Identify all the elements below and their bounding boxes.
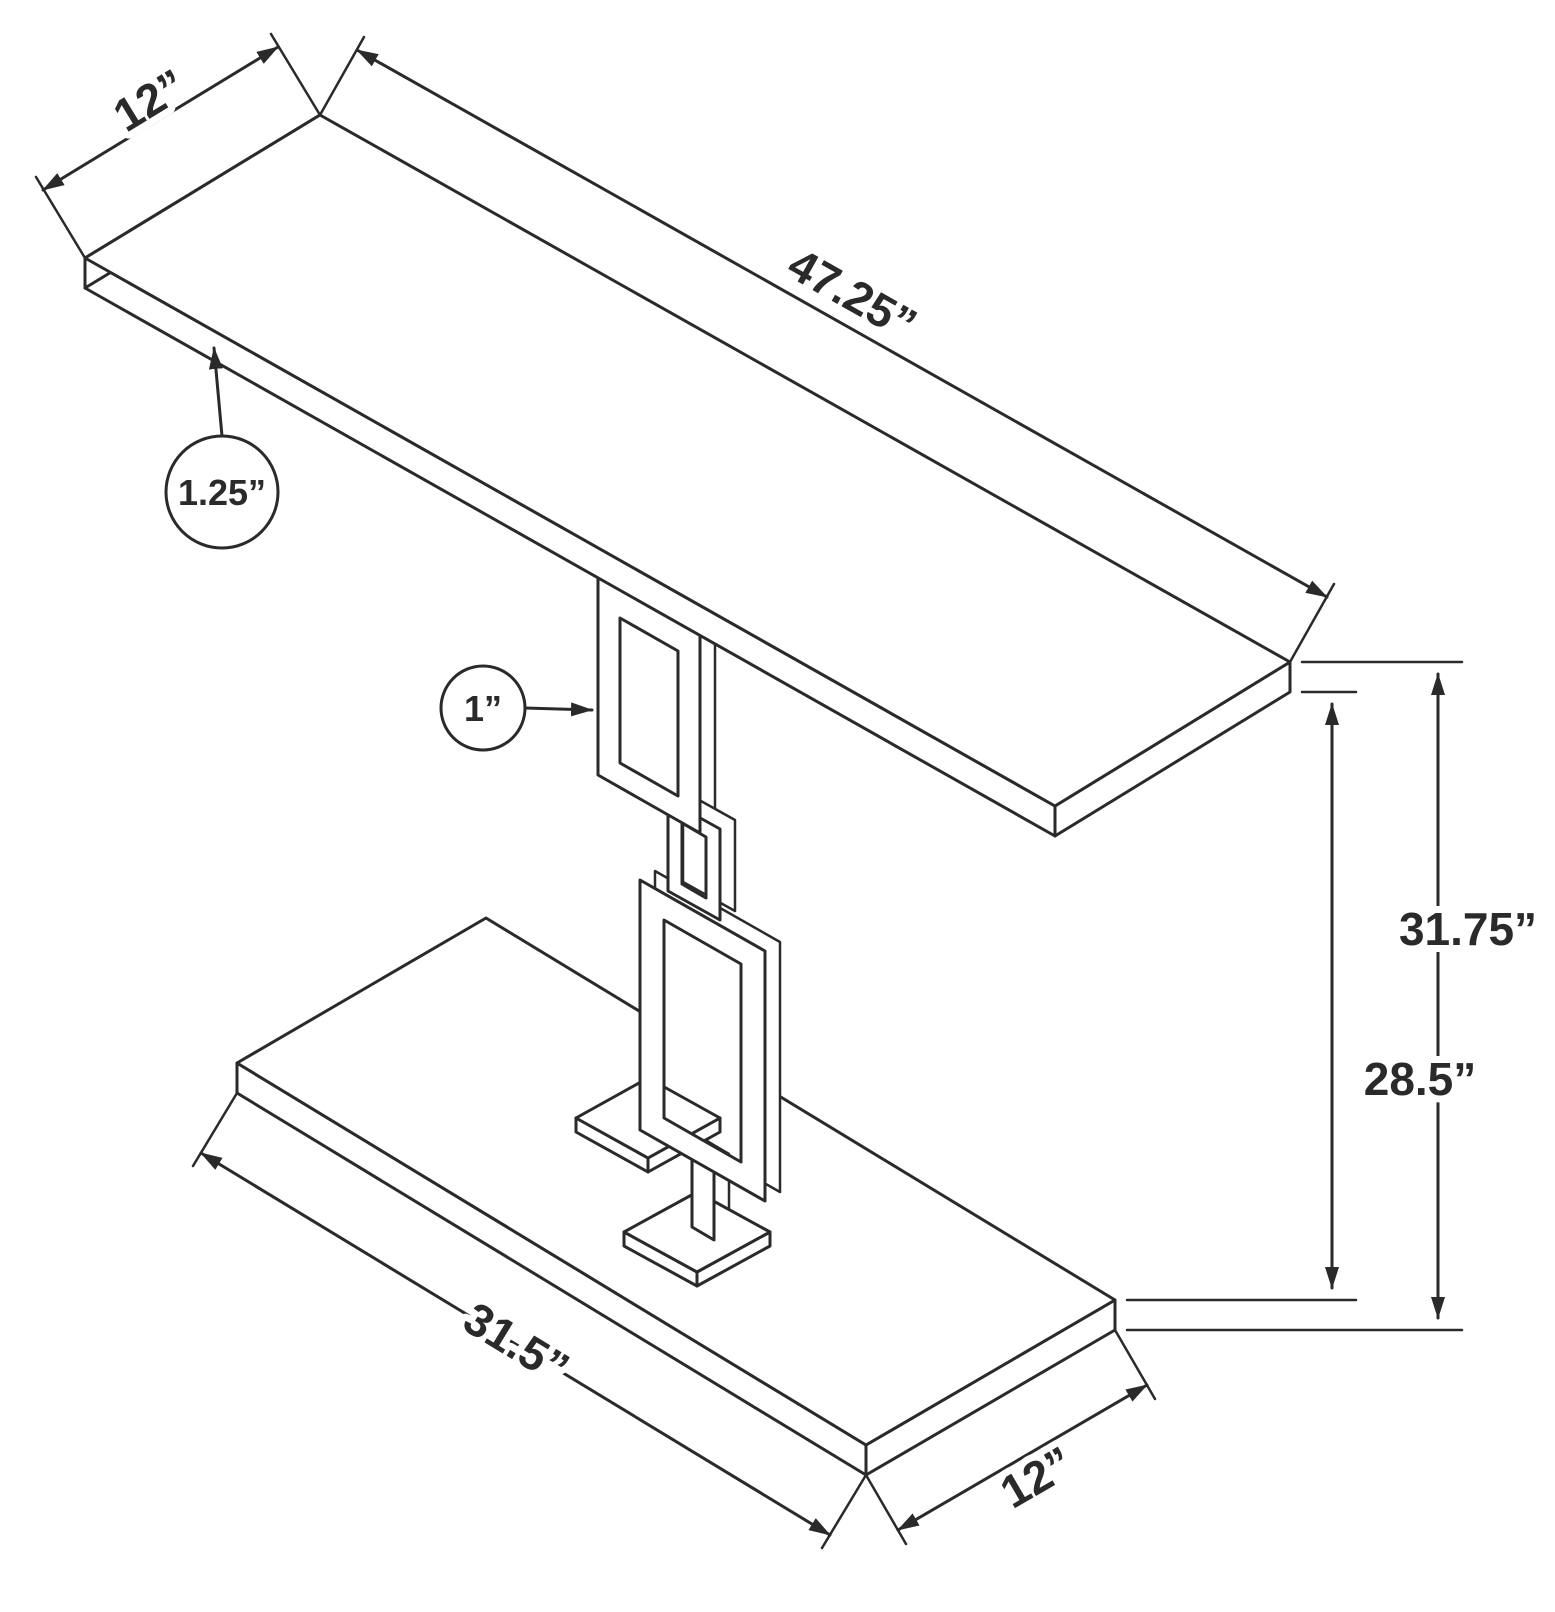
- extension-line: [820, 1473, 868, 1550]
- leader-arrow: [523, 702, 594, 717]
- dim-clearance-height: [1125, 690, 1358, 1302]
- extension-line: [191, 1091, 239, 1168]
- extension-line: [1113, 1328, 1157, 1401]
- dimension-arrow: [41, 45, 280, 192]
- dimension-arrow: [896, 1383, 1149, 1532]
- dimension-arrow: [199, 1151, 832, 1537]
- extension-line: [864, 1473, 908, 1546]
- overall-height-label: 31.75”: [1399, 903, 1537, 955]
- top-thickness-label: 1.25”: [178, 472, 266, 513]
- frame-tube-label: 1”: [464, 688, 502, 729]
- top-depth-label: 12”: [104, 59, 194, 142]
- leader-arrow: [208, 346, 224, 438]
- shelf-depth-label: 12”: [991, 1436, 1081, 1518]
- callout-balloon: [439, 664, 527, 752]
- shelf-length-label: 31.5”: [455, 1292, 578, 1395]
- callout-tube-size: 1”: [439, 664, 594, 752]
- callout-balloon: [164, 434, 280, 550]
- dimension-arrow: [355, 48, 1329, 599]
- dim-overall-height: [1125, 660, 1464, 1332]
- callout-top-thickness: 1.25”: [164, 346, 280, 550]
- clearance-height-label: 28.5”: [1364, 1053, 1477, 1105]
- top-length-label: 47.25”: [780, 238, 926, 351]
